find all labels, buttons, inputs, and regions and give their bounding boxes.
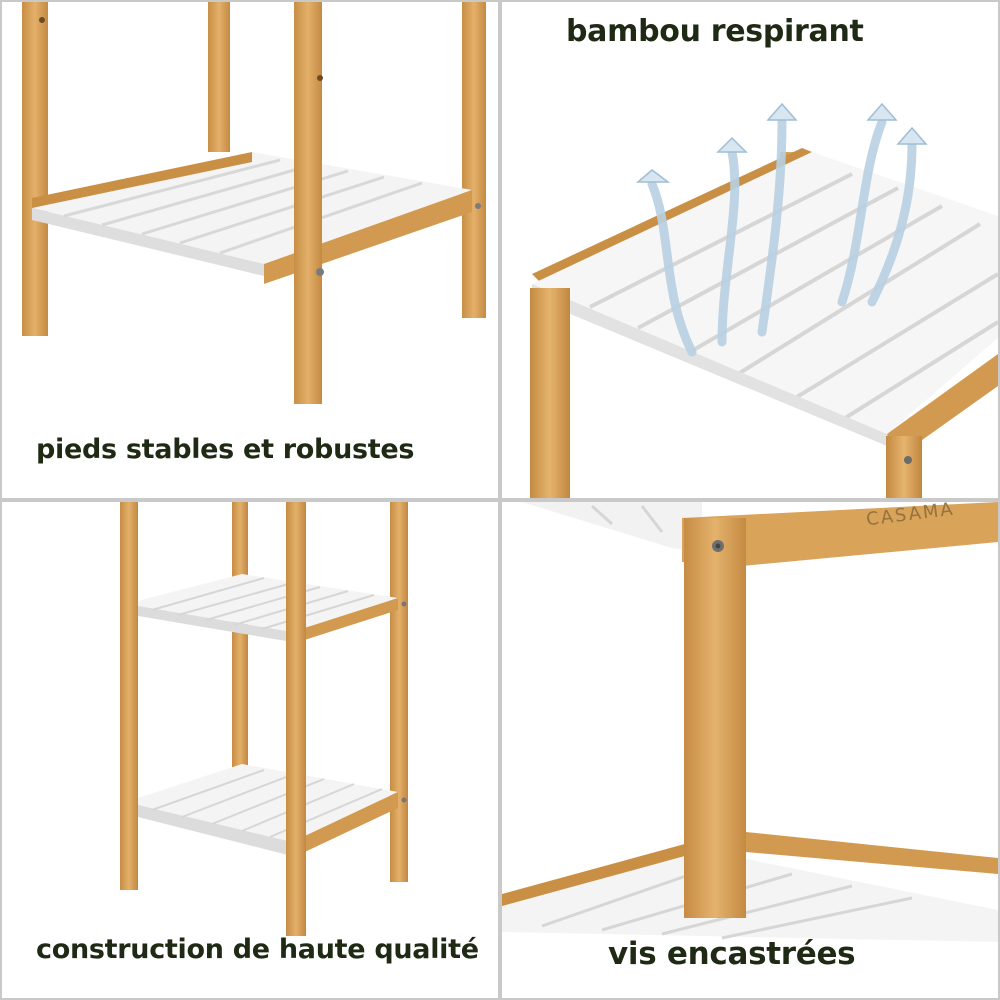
recessed-screws-illustration — [502, 502, 998, 942]
construction-illustration — [120, 502, 408, 936]
panel-caption: vis encastrées — [608, 936, 856, 972]
airflow-arrows-icon — [647, 117, 917, 357]
panel-caption: construction de haute qualité — [36, 934, 479, 965]
stable-legs-illustration — [22, 2, 486, 404]
panel-caption: pieds stables et robustes — [36, 434, 415, 465]
panel-breathable-bamboo: bambou respirant — [502, 2, 998, 498]
panel-stable-legs: pieds stables et robustes — [2, 2, 498, 498]
panel-caption: bambou respirant — [566, 14, 864, 49]
breathable-bamboo-illustration — [530, 102, 998, 498]
panel-recessed-screws: CASAMA vis encastrées — [502, 502, 998, 998]
panel-high-quality-construction: construction de haute qualité — [2, 502, 498, 998]
